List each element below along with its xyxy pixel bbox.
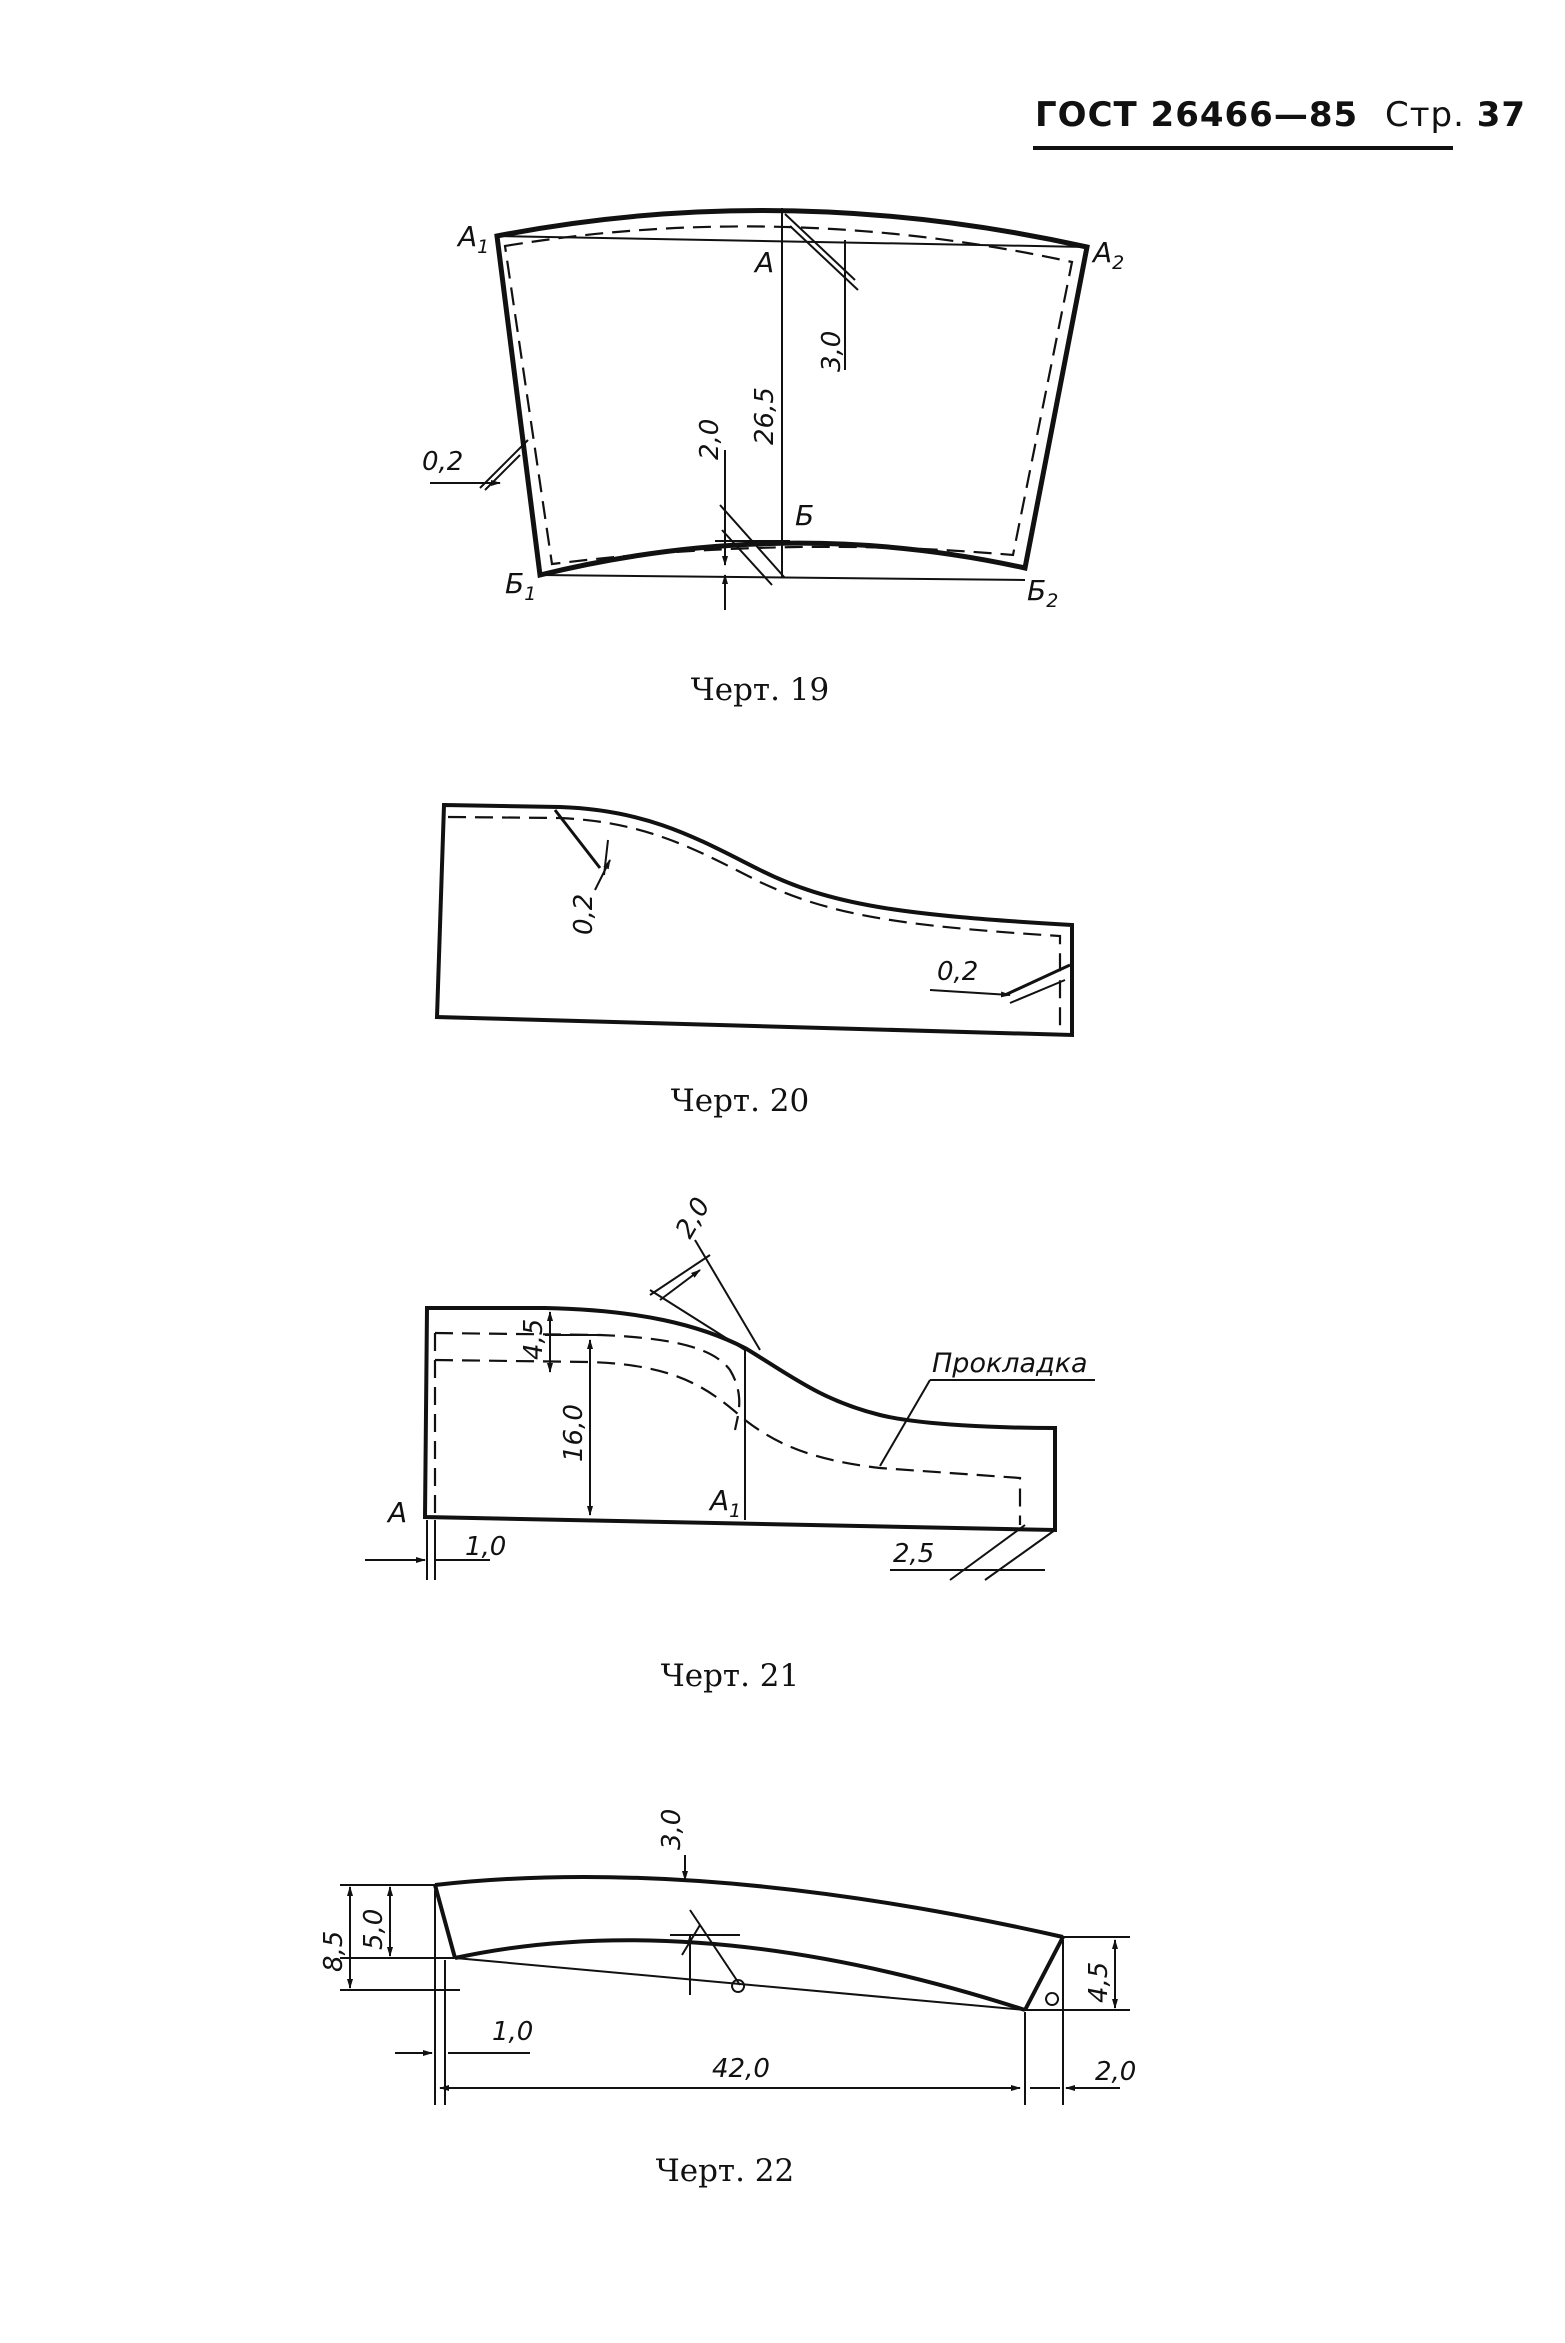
fig21-outline (422, 1306, 1057, 1533)
fig19-dashed-contour (503, 225, 1074, 566)
caption-figure-20: Черт. 20 (670, 1083, 810, 1119)
fig20-dim-0-2-vertical: 0,2 (569, 894, 599, 935)
fig22-dim-5-0: 5,0 (359, 1909, 389, 1950)
figure-21-drawing (365, 1239, 1095, 1581)
fig22-outer-arc (434, 1874, 1064, 1939)
fig21-dim-2-5: 2,5 (893, 1539, 934, 1569)
fig21-dim-1-0: 1,0 (465, 1532, 506, 1562)
fig22-dim-2-0: 2,0 (1095, 2057, 1136, 2087)
fig19-dim-2-0: 2,0 (695, 419, 725, 460)
figure-22-labels: 3,0 8,5 5,0 4,5 1,0 42,0 2,0 (319, 1809, 1136, 2087)
fig22-dim-1-0: 1,0 (492, 2017, 533, 2047)
page-indicator: Стр. 37 (1385, 95, 1526, 135)
fig21-dim-16-0: 16,0 (559, 1404, 589, 1462)
fig21-dim-4-5: 4,5 (519, 1319, 549, 1360)
fig19-label-b2: Б2 (1027, 574, 1058, 612)
fig19-label-b: Б (795, 499, 814, 532)
fig21-label-a: А (386, 1496, 407, 1529)
figure-20-labels: 0,2 0,2 (569, 894, 978, 987)
fig19-dim-0-2: 0,2 (422, 447, 463, 477)
fig20-outline (434, 802, 1074, 1038)
fig19-label-a1: А1 (456, 220, 489, 258)
fig20-dim-0-2-right: 0,2 (937, 957, 978, 987)
fig19-label-a: А (753, 246, 774, 279)
fig19-label-b1: Б1 (505, 567, 536, 605)
figure-20-drawing (434, 802, 1074, 1038)
fig21-liner-label: Прокладка (932, 1348, 1088, 1379)
fig22-dim-4-5: 4,5 (1084, 1962, 1114, 2003)
page-header: ГОСТ 26466—85 Стр. 37 (1035, 95, 1526, 135)
fig22-dim-8-5: 8,5 (319, 1931, 349, 1972)
figure-22-drawing (340, 1855, 1130, 2105)
fig19-dim-26-5: 26,5 (750, 387, 780, 445)
caption-figure-21: Черт. 21 (660, 1658, 800, 1694)
caption-figure-22: Черт. 22 (655, 2153, 795, 2189)
figure-19-drawing (430, 208, 1090, 610)
header-rule (1033, 146, 1453, 150)
fig19-outline (494, 208, 1090, 579)
caption-figure-19: Черт. 19 (690, 672, 830, 708)
fig21-dashed-upper (434, 1331, 741, 1431)
page-prefix: Стр. (1385, 95, 1465, 135)
fig21-label-a1: А1 (708, 1484, 741, 1522)
fig22-inner-arc (454, 1938, 1026, 2012)
standard-number: ГОСТ 26466—85 (1035, 95, 1359, 135)
fig19-label-a2: А2 (1091, 236, 1124, 274)
fig22-dim-3-0: 3,0 (657, 1809, 687, 1850)
fig19-dim-3-0: 3,0 (817, 331, 847, 372)
fig20-dashed-contour (447, 815, 1062, 1030)
page-number: 37 (1476, 95, 1527, 135)
fig22-dim-42-0: 42,0 (712, 2054, 770, 2084)
figure-19-labels: А1 А2 А Б Б1 Б2 3,0 26,5 2,0 0,2 (422, 220, 1124, 612)
fig21-dim-2-0: 2,0 (670, 1193, 717, 1244)
